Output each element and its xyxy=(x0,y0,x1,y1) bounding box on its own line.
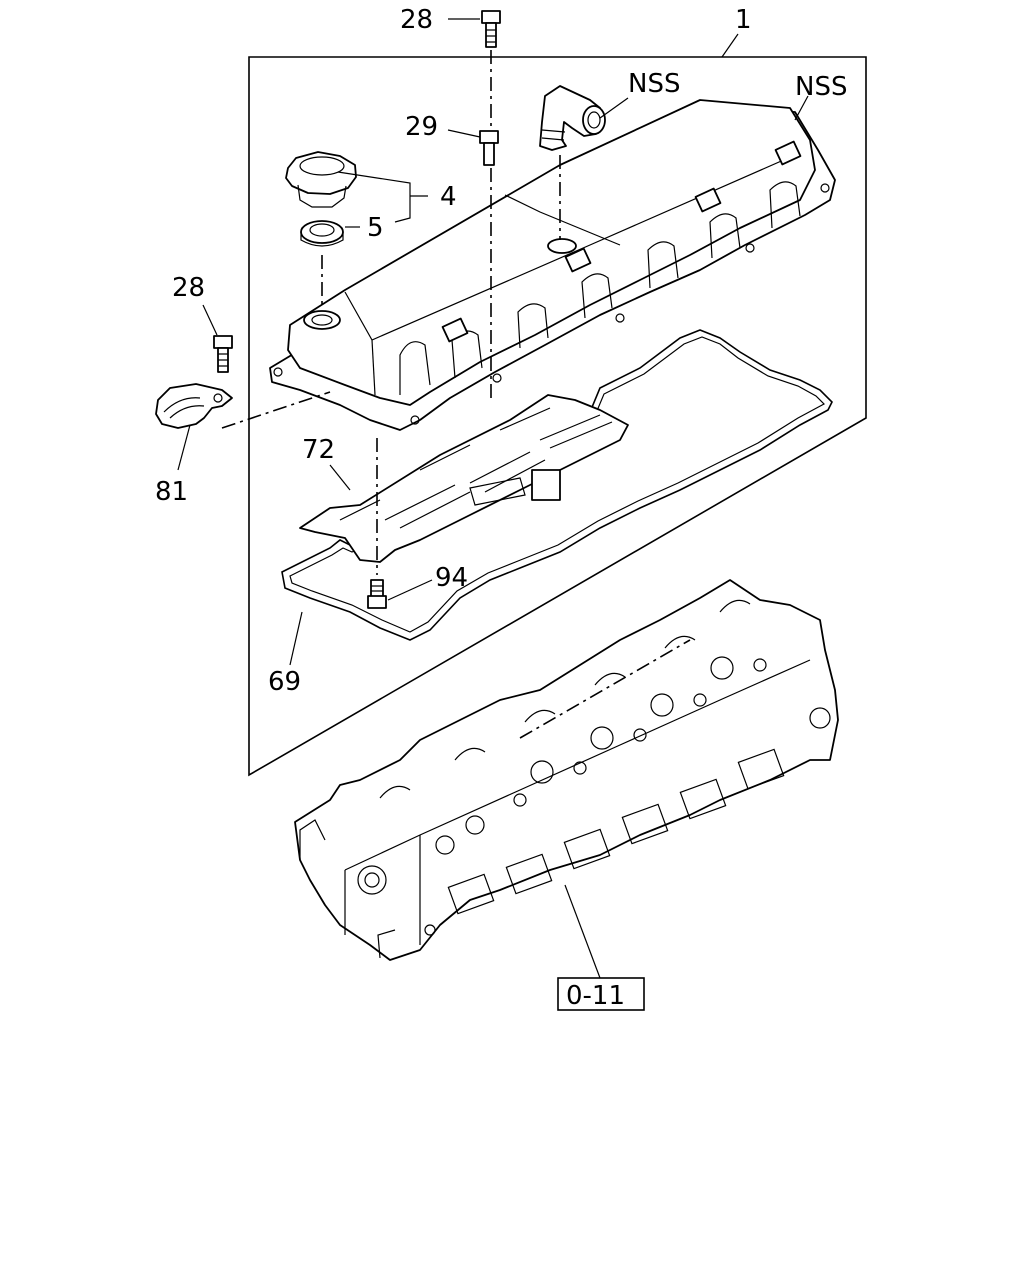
cylinder-head-cover xyxy=(269,99,836,431)
leader-28-left xyxy=(202,304,218,336)
leader-81 xyxy=(177,424,191,471)
callout-4: 4 xyxy=(440,182,457,212)
align-head xyxy=(519,639,691,739)
leader-4 xyxy=(337,171,428,223)
callout-nss-elbow: NSS xyxy=(628,69,680,99)
baffle-plate xyxy=(299,394,629,563)
bolt-28-top xyxy=(481,10,501,48)
harness-clip xyxy=(155,383,233,429)
leader-ref xyxy=(564,884,601,979)
oil-filler-cap xyxy=(285,151,357,208)
leader-nss-elbow xyxy=(599,97,629,119)
bolt-29 xyxy=(479,130,499,166)
leader-94 xyxy=(387,579,433,601)
callout-28-top: 28 xyxy=(400,5,433,35)
callout-69: 69 xyxy=(268,667,301,697)
callout-29: 29 xyxy=(405,112,438,142)
reference-label: 0-11 xyxy=(566,981,625,1011)
cylinder-head xyxy=(294,579,839,961)
callout-94: 94 xyxy=(435,563,468,593)
leader-1 xyxy=(721,33,739,58)
callout-28-left: 28 xyxy=(172,273,205,303)
leader-29 xyxy=(447,129,481,138)
breather-elbow xyxy=(539,85,606,151)
leader-72 xyxy=(329,464,351,491)
callout-81: 81 xyxy=(155,477,188,507)
assembly-frame xyxy=(248,56,867,777)
align-clip xyxy=(221,391,331,429)
bolt-94 xyxy=(367,579,387,609)
reference-box xyxy=(557,977,645,1011)
callout-72: 72 xyxy=(302,435,335,465)
filler-cap-seal xyxy=(300,220,344,247)
callout-5: 5 xyxy=(367,213,384,243)
leader-nss-cover xyxy=(794,95,809,121)
callout-nss-cover: NSS xyxy=(795,72,847,102)
callout-1: 1 xyxy=(735,5,752,35)
bolt-28-left xyxy=(213,335,233,373)
leader-69 xyxy=(289,611,303,666)
